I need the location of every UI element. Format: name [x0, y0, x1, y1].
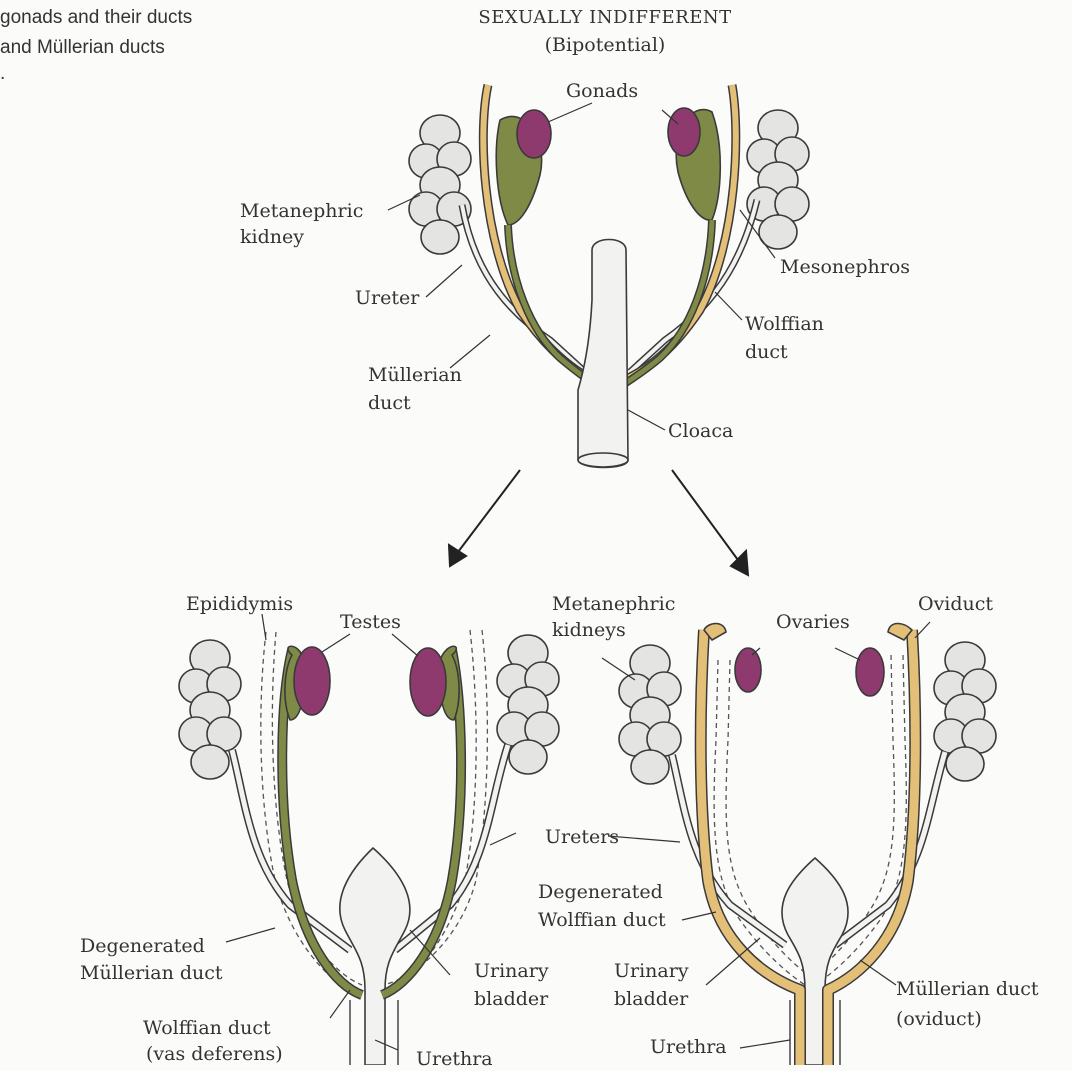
header-text-line-2: and Müllerian ducts: [0, 36, 165, 59]
ureter-right-female: [835, 752, 945, 945]
stage-subtitle: (Bipotential): [440, 34, 770, 57]
gonad-right-top: [668, 108, 700, 156]
label-mesonephros: Mesonephros: [780, 256, 910, 279]
label-oviduct: Oviduct: [918, 593, 993, 616]
indifferent-stage: [409, 85, 809, 468]
label-wolffian-duct-2: duct: [745, 341, 788, 364]
label-epididymis: Epididymis: [186, 593, 293, 616]
label-degenerated-mullerian-2: Müllerian duct: [80, 962, 223, 985]
ureter-right-top: [630, 200, 757, 372]
gonad-left-top: [517, 110, 551, 158]
label-wolffian-vas-1: Wolffian duct: [143, 1017, 271, 1040]
label-metanephric-kidneys-1: Metanephric: [552, 593, 675, 616]
ureter-left-top: [462, 205, 585, 372]
mullerian-duct-left-female: [701, 630, 800, 1065]
label-metanephric-kidney-2: kidney: [240, 226, 304, 249]
label-urinary-bladder-male-1: Urinary: [474, 960, 549, 983]
label-cloaca: Cloaca: [668, 420, 733, 443]
label-urinary-bladder-female-2: bladder: [614, 988, 688, 1011]
stage-title: SEXUALLY INDIFFERENT: [440, 6, 770, 29]
label-wolffian-duct-1: Wolffian: [745, 313, 824, 336]
label-testes: Testes: [340, 611, 401, 634]
arrow-to-female: [672, 470, 738, 560]
label-gonads: Gonads: [566, 80, 638, 103]
label-mullerian-duct-1: Müllerian: [368, 364, 462, 387]
label-degenerated-mullerian-1: Degenerated: [80, 935, 205, 958]
label-ovaries: Ovaries: [776, 611, 850, 634]
label-metanephric-kidneys-2: kidneys: [552, 619, 626, 642]
label-wolffian-vas-2: (vas deferens): [146, 1043, 283, 1066]
metanephric-kidney-right-top: [747, 110, 809, 249]
label-mullerian-oviduct-1: Müllerian duct: [896, 978, 1039, 1001]
urinary-bladder-female: [782, 858, 848, 1065]
metanephric-kidney-left-top: [409, 115, 471, 254]
ovary-left: [735, 648, 761, 692]
arrows: [449, 470, 748, 575]
ovary-right: [856, 648, 884, 696]
label-mullerian-duct-2: duct: [368, 392, 411, 415]
arrow-to-male: [458, 470, 520, 552]
label-urinary-bladder-female-1: Urinary: [614, 960, 689, 983]
label-degenerated-wolffian-2: Wolffian duct: [538, 909, 666, 932]
cloaca: [578, 240, 628, 468]
label-urinary-bladder-male-2: bladder: [474, 988, 548, 1011]
label-ureter: Ureter: [355, 287, 419, 310]
label-degenerated-wolffian-1: Degenerated: [538, 881, 663, 904]
testis-left: [294, 647, 330, 715]
label-metanephric-kidney-1: Metanephric: [240, 200, 363, 223]
label-urethra-female: Urethra: [650, 1036, 727, 1059]
header-text-mark: .: [0, 62, 5, 85]
testis-right: [410, 648, 446, 716]
label-urethra-male: Urethra: [416, 1048, 493, 1071]
label-ureters: Ureters: [545, 826, 619, 849]
header-text-line-1: gonads and their ducts: [0, 6, 192, 29]
label-mullerian-oviduct-2: (oviduct): [896, 1008, 982, 1031]
